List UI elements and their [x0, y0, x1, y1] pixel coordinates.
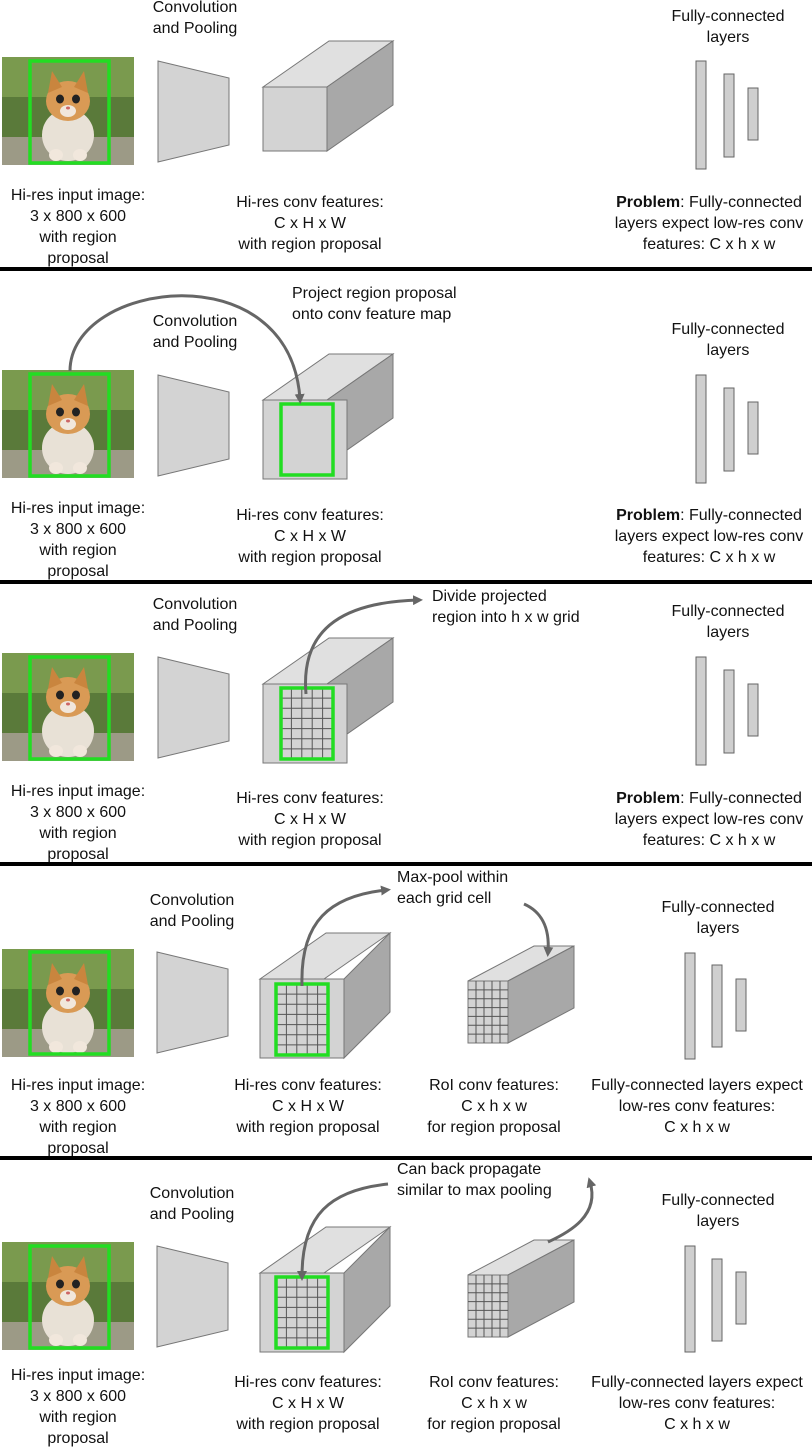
roi-cube — [467, 1239, 575, 1338]
conv-features-caption: Hi-res conv features:C x H x W with regi… — [234, 1077, 382, 1136]
fc-bars — [695, 374, 759, 484]
separator — [0, 580, 812, 584]
input-caption: Hi-res input image:3 x 800 x 600 with re… — [10, 783, 146, 863]
separator — [0, 862, 812, 866]
grid-cells — [276, 984, 328, 1055]
grid-cells — [281, 688, 333, 759]
projected-region-box — [279, 402, 335, 477]
conv-features-caption: Hi-res conv features:C x H x W with regi… — [236, 790, 384, 849]
pool-arrow-in — [300, 885, 391, 987]
backprop-arrow-down — [297, 1182, 389, 1281]
problem-caption: Problem: Fully-connected layers expect l… — [614, 194, 804, 253]
problem-caption: Problem: Fully-connected layers expect l… — [614, 790, 804, 849]
fc-bars — [684, 1245, 747, 1353]
separator — [0, 1156, 812, 1160]
backprop-arrow-up — [547, 1177, 597, 1244]
funnel-shape — [156, 1245, 229, 1348]
roi-grid-cells — [468, 1275, 508, 1337]
problem-caption: Problem: Fully-connected layers expect l… — [614, 507, 804, 566]
roi-features-caption: RoI conv features:C x h x w for region p… — [427, 1374, 561, 1433]
funnel-shape — [156, 951, 229, 1054]
grid-cells — [276, 1277, 328, 1348]
feature-cube — [261, 353, 395, 480]
kitten-image — [2, 57, 134, 165]
region-proposal-box — [28, 59, 111, 165]
feature-cube — [258, 931, 392, 1060]
region-proposal-box — [28, 655, 111, 761]
kitten-image — [2, 1242, 134, 1350]
input-caption: Hi-res input image:3 x 800 x 600 with re… — [10, 500, 146, 580]
roi-grid-cells — [468, 981, 508, 1043]
roi-features-caption: RoI conv features:C x h x w for region p… — [427, 1077, 561, 1136]
region-proposal-box — [28, 950, 111, 1056]
kitten-image — [2, 949, 134, 1057]
fc-bars — [684, 952, 747, 1060]
funnel-shape — [157, 656, 230, 759]
kitten-image — [2, 653, 134, 761]
kitten-image — [2, 370, 134, 478]
project-arrow — [68, 294, 305, 404]
separator — [0, 267, 812, 271]
conv-features-caption: Hi-res conv features:C x H x W with regi… — [234, 1374, 382, 1433]
pool-arrow-out — [523, 902, 554, 957]
fc-bars — [695, 60, 759, 170]
region-proposal-box — [28, 1244, 111, 1350]
conv-features-caption: Hi-res conv features:C x H x W with regi… — [236, 507, 384, 566]
input-caption: Hi-res input image:3 x 800 x 600 with re… — [10, 1077, 146, 1157]
funnel-shape — [157, 374, 230, 477]
feature-cube — [258, 1225, 392, 1354]
funnel-shape — [157, 60, 230, 163]
input-caption: Hi-res input image:3 x 800 x 600 with re… — [10, 187, 146, 267]
conv-features-caption: Hi-res conv features:C x H x W with regi… — [236, 194, 384, 253]
divide-arrow — [304, 595, 423, 695]
region-proposal-box — [28, 372, 111, 478]
input-caption: Hi-res input image:3 x 800 x 600 with re… — [10, 1367, 146, 1447]
fc-bars — [695, 656, 759, 766]
feature-cube — [261, 40, 395, 152]
